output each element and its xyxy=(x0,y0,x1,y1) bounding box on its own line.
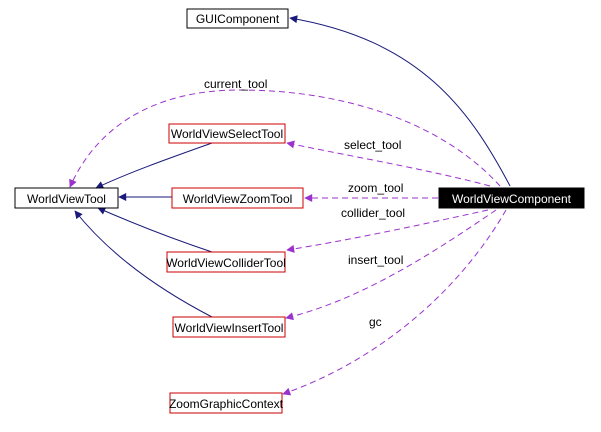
node-label: WorldViewInsertTool xyxy=(175,321,284,335)
label-collider-tool: collider_tool xyxy=(341,206,405,220)
edge-collidertool-to-worldviewtool xyxy=(97,207,213,253)
usage-edges xyxy=(69,89,507,396)
edge-selecttool-to-worldviewtool xyxy=(95,142,213,189)
edge-collider-tool xyxy=(286,209,489,253)
node-guicomponent[interactable]: GUIComponent xyxy=(186,8,289,29)
edge-insert-tool xyxy=(285,209,497,321)
edge-gc xyxy=(282,209,507,396)
node-worldviewtool[interactable]: WorldViewTool xyxy=(14,187,119,209)
node-label: WorldViewComponent xyxy=(452,192,572,206)
edge-worldviewcomponent-to-guicomponent xyxy=(289,15,511,187)
label-gc: gc xyxy=(369,315,382,329)
edge-inserttool-to-worldviewtool xyxy=(74,210,213,318)
edge-labels: current_tool select_tool zoom_tool colli… xyxy=(204,77,405,329)
node-label: WorldViewTool xyxy=(27,192,106,206)
node-worldviewcollidertool[interactable]: WorldViewColliderTool xyxy=(166,251,286,273)
node-worldviewzoomtool[interactable]: WorldViewZoomTool xyxy=(171,187,304,209)
node-worldviewinserttool[interactable]: WorldViewInsertTool xyxy=(172,316,286,338)
node-label: ZoomGraphicContext xyxy=(169,397,284,411)
edge-select-tool xyxy=(286,140,491,187)
label-insert-tool: insert_tool xyxy=(348,253,403,267)
node-zoomgraphiccontext[interactable]: ZoomGraphicContext xyxy=(169,392,284,414)
node-label: WorldViewZoomTool xyxy=(183,192,293,206)
node-label: WorldViewColliderTool xyxy=(166,256,286,270)
inheritance-edges xyxy=(74,15,511,318)
label-zoom-tool: zoom_tool xyxy=(348,181,403,195)
label-select-tool: select_tool xyxy=(344,138,401,152)
node-worldviewcomponent[interactable]: WorldViewComponent xyxy=(438,187,585,209)
node-label: GUIComponent xyxy=(196,12,280,26)
label-current-tool: current_tool xyxy=(204,77,267,91)
node-label: WorldViewSelectTool xyxy=(171,127,283,141)
node-worldviewselecttool[interactable]: WorldViewSelectTool xyxy=(168,123,286,144)
